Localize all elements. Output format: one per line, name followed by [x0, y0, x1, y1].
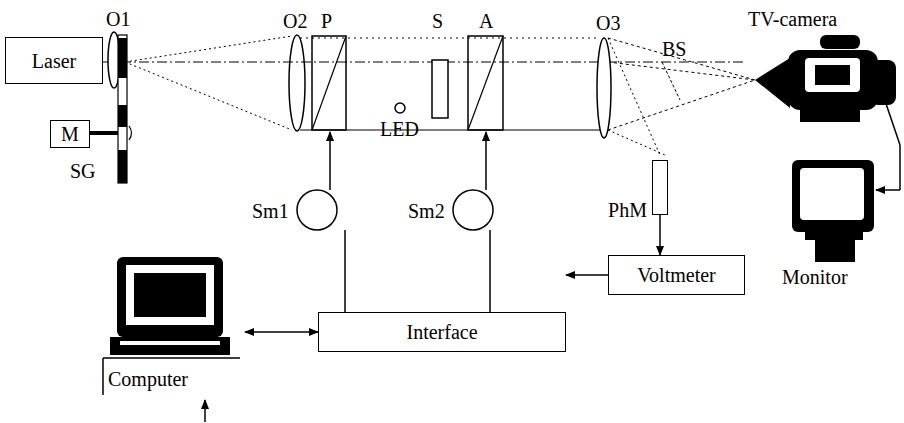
analyzer	[468, 36, 503, 130]
signal-arrow	[245, 331, 318, 333]
part-label: TV-camera	[748, 8, 837, 30]
monitor-icon	[792, 160, 874, 262]
part-label: P	[321, 10, 332, 32]
voltmeter-box: Voltmeter	[608, 255, 745, 295]
chopper-disk	[118, 35, 127, 183]
node-text: PhM	[608, 199, 647, 221]
tv-camera	[755, 35, 896, 122]
computer-node: Computer	[100, 255, 245, 398]
node-text: Interface	[406, 321, 477, 343]
part-label: LED	[380, 118, 419, 140]
sample	[432, 60, 448, 118]
part-label: O3	[596, 12, 620, 34]
part-label: Sm2	[408, 200, 445, 222]
node-text: Laser	[32, 50, 76, 72]
stepper-motor	[297, 190, 337, 230]
signal-arrow	[659, 215, 661, 255]
node-text: M	[61, 123, 79, 145]
part-label: A	[479, 10, 493, 32]
lens-o3	[597, 38, 611, 138]
photometer-box: PhM	[652, 160, 668, 215]
node-text: Computer	[108, 368, 188, 390]
motor-box: M	[50, 120, 90, 148]
node-text: Voltmeter	[637, 264, 716, 286]
light-source-box: Laser	[5, 37, 103, 84]
part-label: S	[432, 10, 443, 32]
interface-box: Interface	[318, 312, 566, 352]
lens-o2	[289, 35, 305, 131]
part-label: BS	[662, 38, 686, 60]
signal-arrow	[566, 274, 608, 276]
led	[395, 103, 405, 113]
part-label: O2	[283, 10, 307, 32]
part-label: SG	[70, 160, 96, 182]
polarizer	[312, 36, 346, 130]
stepper-motor	[453, 190, 493, 230]
part-label: O1	[106, 8, 130, 30]
part-label: Monitor	[782, 266, 848, 288]
part-label: Sm1	[252, 200, 289, 222]
